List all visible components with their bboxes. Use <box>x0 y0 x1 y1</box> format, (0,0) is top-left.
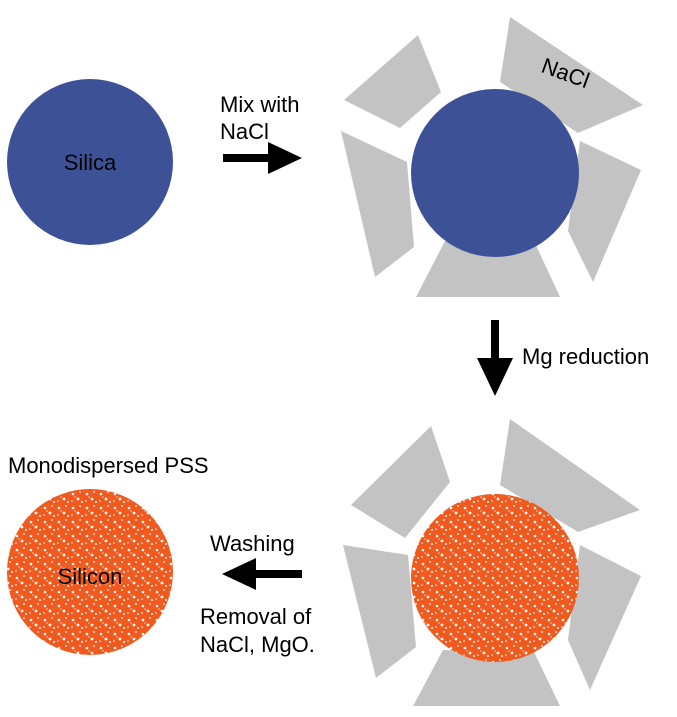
nacl-segment <box>341 131 414 277</box>
silica-core <box>411 89 579 257</box>
down-arrow <box>477 320 513 396</box>
nacl-segment <box>568 545 641 690</box>
removal-label-line2: NaCl, MgO. <box>200 632 315 657</box>
nacl-segment <box>343 545 416 678</box>
nacl-segment <box>344 35 441 128</box>
mix-label-line2: NaCl <box>220 119 269 144</box>
left-arrow <box>222 558 302 590</box>
silica-sphere <box>7 79 173 245</box>
nacl-segment <box>500 419 640 532</box>
mg-reduction-label: Mg reduction <box>522 344 649 369</box>
silicon-core <box>411 494 579 662</box>
silicon-label: Silicon <box>58 564 123 589</box>
nacl-segment <box>568 141 641 282</box>
silica-label: Silica <box>64 150 117 175</box>
nacl-shell-bottom <box>343 419 641 706</box>
right-arrow <box>223 142 302 174</box>
nacl-segment <box>416 241 560 297</box>
washing-label: Washing <box>210 531 295 556</box>
silicon-sphere <box>7 489 173 655</box>
monodispersed-label: Monodispersed PSS <box>8 453 209 478</box>
removal-label-line1: Removal of <box>200 604 312 629</box>
nacl-segment <box>413 650 560 706</box>
nacl-segment <box>351 426 450 538</box>
mix-label-line1: Mix with <box>220 92 299 117</box>
